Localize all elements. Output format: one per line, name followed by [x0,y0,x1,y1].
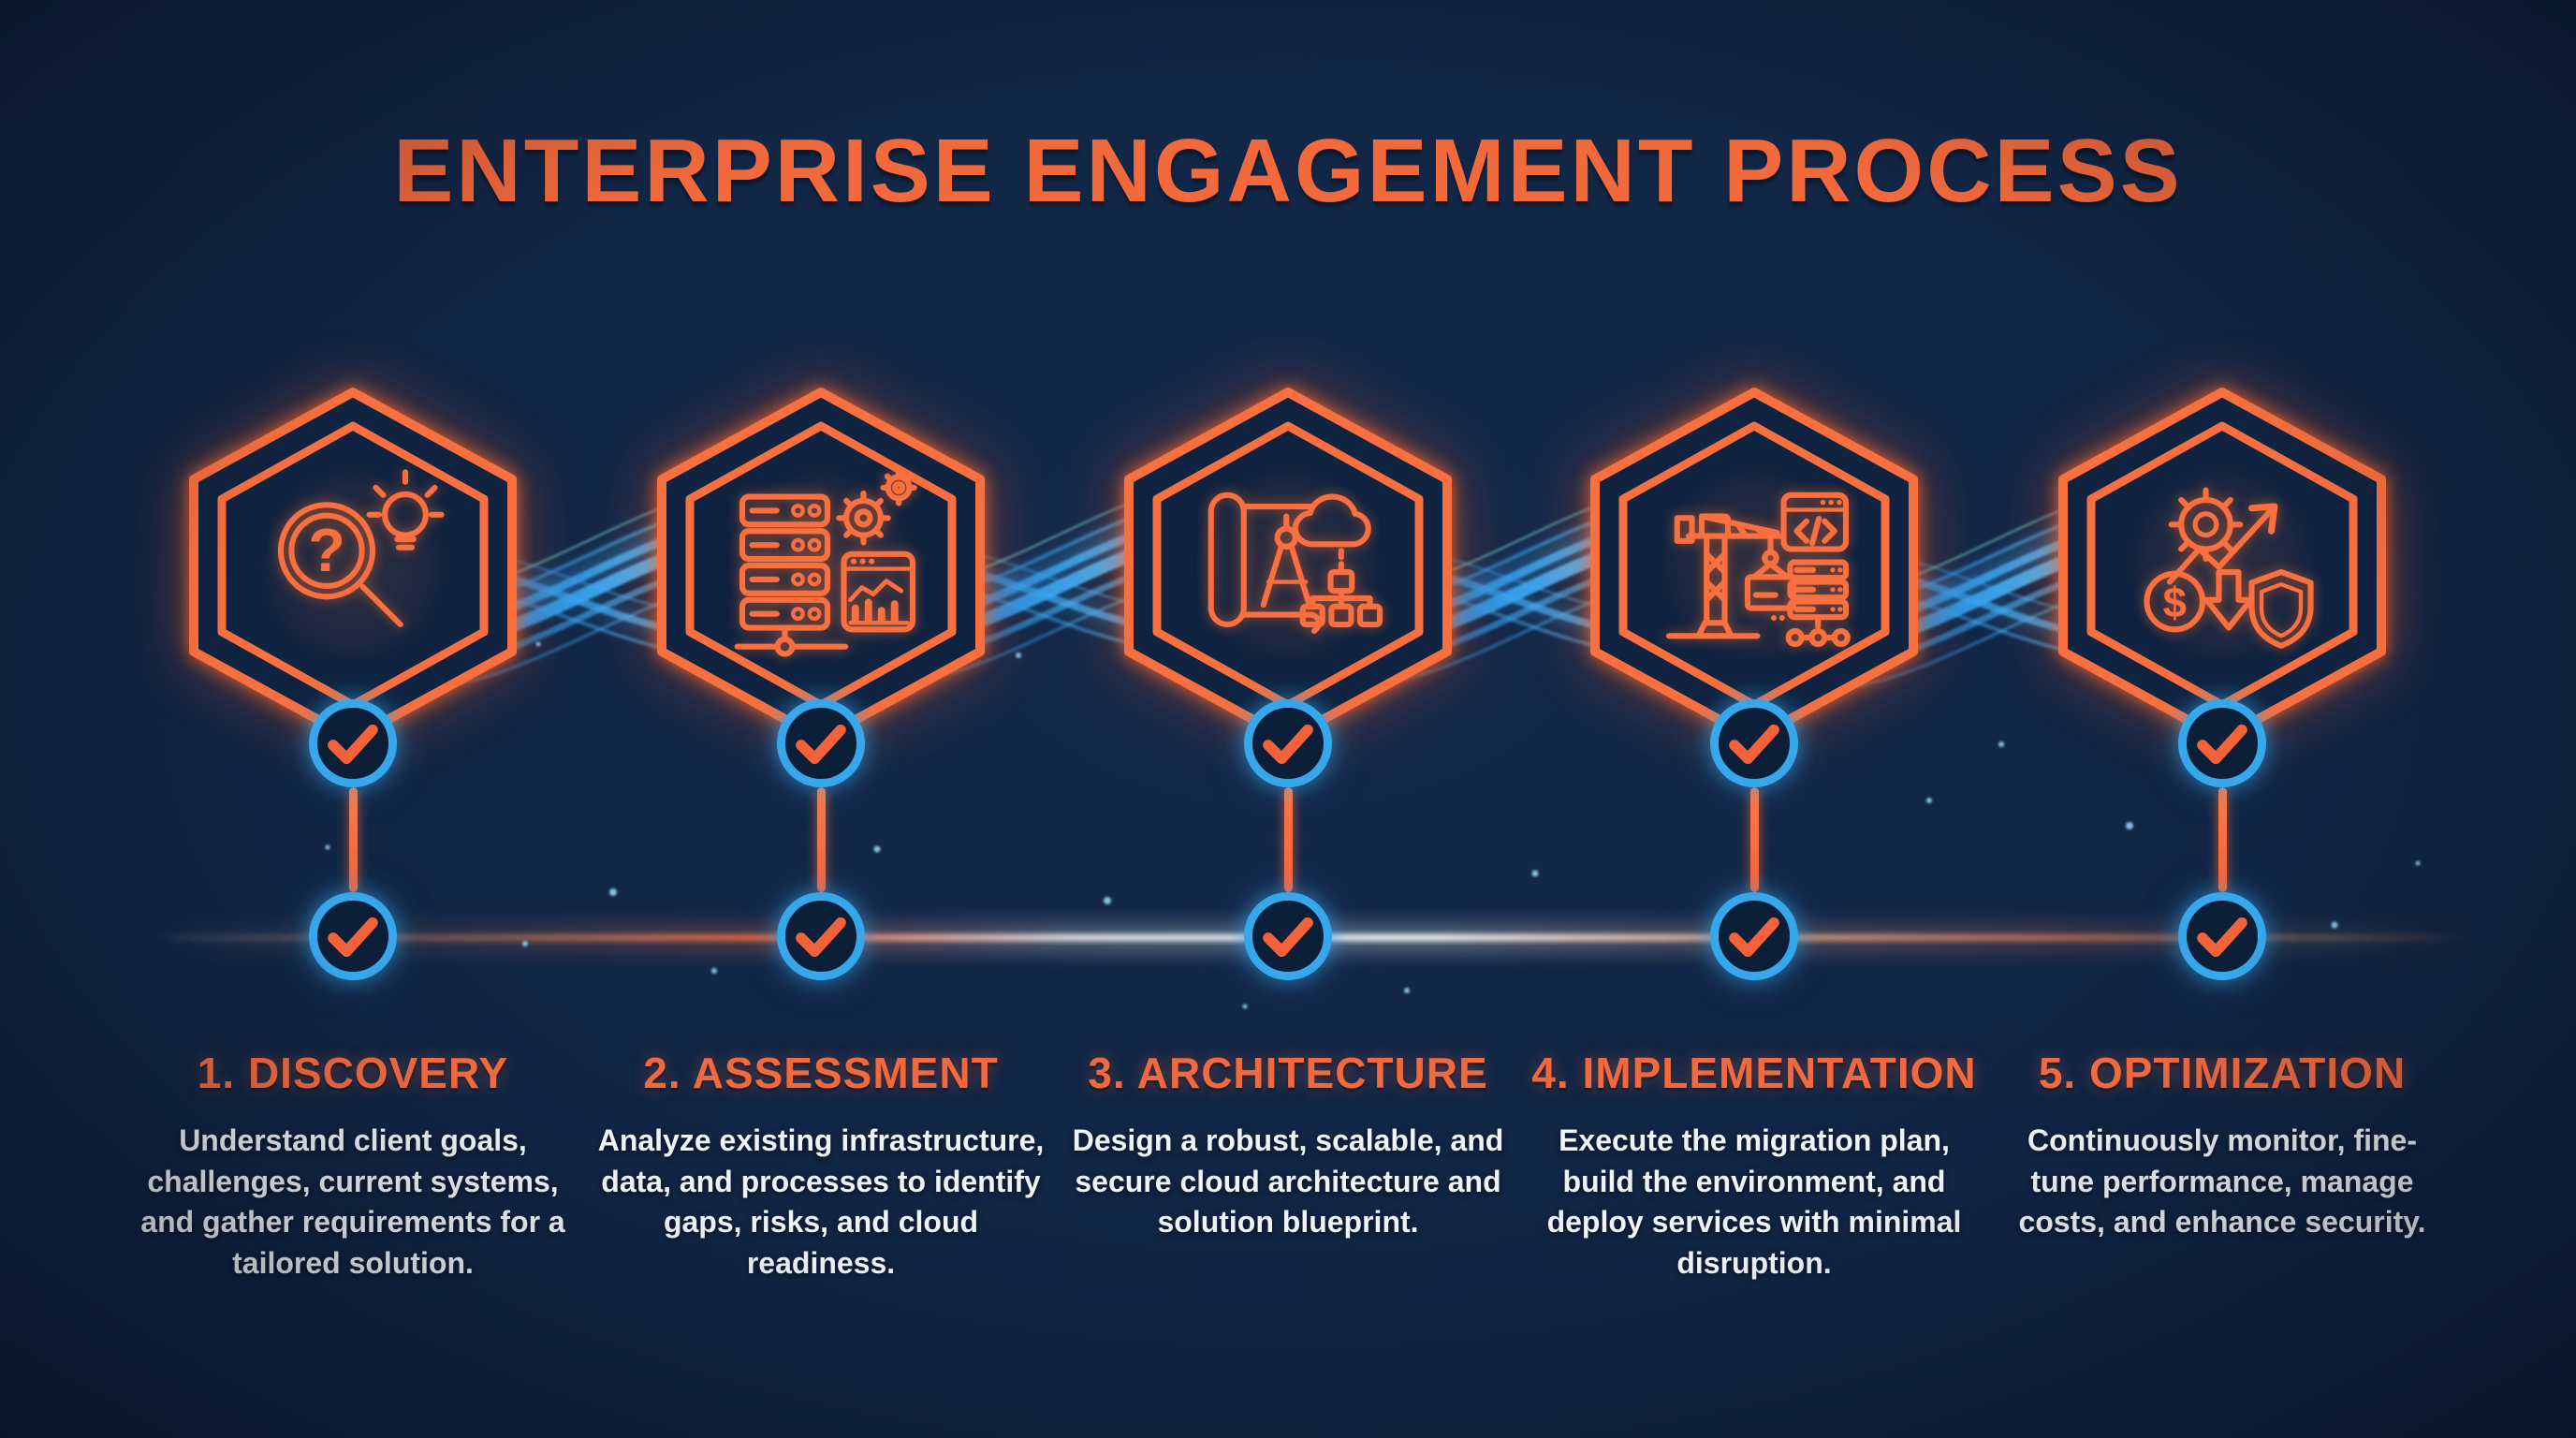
checkmark-icon [1729,917,1779,958]
step-title: 4. IMPLEMENTATION [1531,1049,1977,1097]
gear-growth-dollar-shield-icon: $ [2144,487,2314,649]
connector-line [1283,787,1293,892]
checkmark-icon [2197,724,2247,765]
svg-text:?: ? [308,516,345,584]
step-card-implementation: 4. IMPLEMENTATION Execute the migration … [1520,388,1988,1284]
checkmark-icon [796,724,846,765]
step-hexagon [1124,388,1452,743]
connector-line [816,787,826,892]
checkpoint-top [309,699,397,787]
step-hexagon: ? [189,388,517,743]
checkpoint-top [1244,699,1332,787]
step-description: Execute the migration plan, build the en… [1546,1123,1962,1280]
checkmark-icon [1263,724,1313,765]
checkpoint-top [2178,699,2266,787]
blueprint-compass-cloud-icon [1208,492,1383,635]
server-gears-dashboard-icon [734,469,917,657]
svg-text:$: $ [2163,579,2187,626]
step-card-discovery: ? 1. DISCOVERY Understand client goals, … [119,388,587,1284]
checkpoint-bottom [1710,892,1798,980]
step-description: Continuously monitor, fine-tune performa… [2018,1123,2426,1240]
step-card-optimization: $ 5. OPTIMIZATION Continuously monitor, … [1988,388,2456,1243]
checkpoint-top [1710,699,1798,787]
checkmark-icon [328,724,378,765]
step-title: 2. ASSESSMENT [643,1049,999,1097]
connector-line [2217,787,2227,892]
crane-code-server-icon [1665,492,1851,648]
step-title: 5. OPTIMIZATION [2038,1049,2407,1097]
checkpoint-bottom [2178,892,2266,980]
checkmark-icon [2197,917,2247,958]
checkmark-icon [796,917,846,958]
step-hexagon: $ [2058,388,2386,743]
step-hexagon [1590,388,1918,743]
checkpoint-bottom [777,892,865,980]
page-title: ENTERPRISE ENGAGEMENT PROCESS [393,121,2183,221]
step-card-assessment: 2. ASSESSMENT Analyze existing infrastru… [587,388,1055,1284]
checkpoint-top [777,699,865,787]
magnifier-question-lightbulb-icon: ? [277,469,445,628]
checkmark-icon [1263,917,1313,958]
step-title: 1. DISCOVERY [197,1049,509,1097]
checkpoint-bottom [1244,892,1332,980]
checkmark-icon [328,917,378,958]
step-title: 3. ARCHITECTURE [1088,1049,1488,1097]
connector-line [1749,787,1759,892]
step-description: Analyze existing infrastructure, data, a… [597,1123,1045,1280]
step-description: Understand client goals, challenges, cur… [140,1123,565,1280]
step-description: Design a robust, scalable, and secure cl… [1072,1123,1504,1240]
step-card-architecture: 3. ARCHITECTURE Design a robust, scalabl… [1054,388,1522,1243]
checkpoint-bottom [309,892,397,980]
checkmark-icon [1729,724,1779,765]
connector-line [348,787,358,892]
step-hexagon [657,388,985,743]
